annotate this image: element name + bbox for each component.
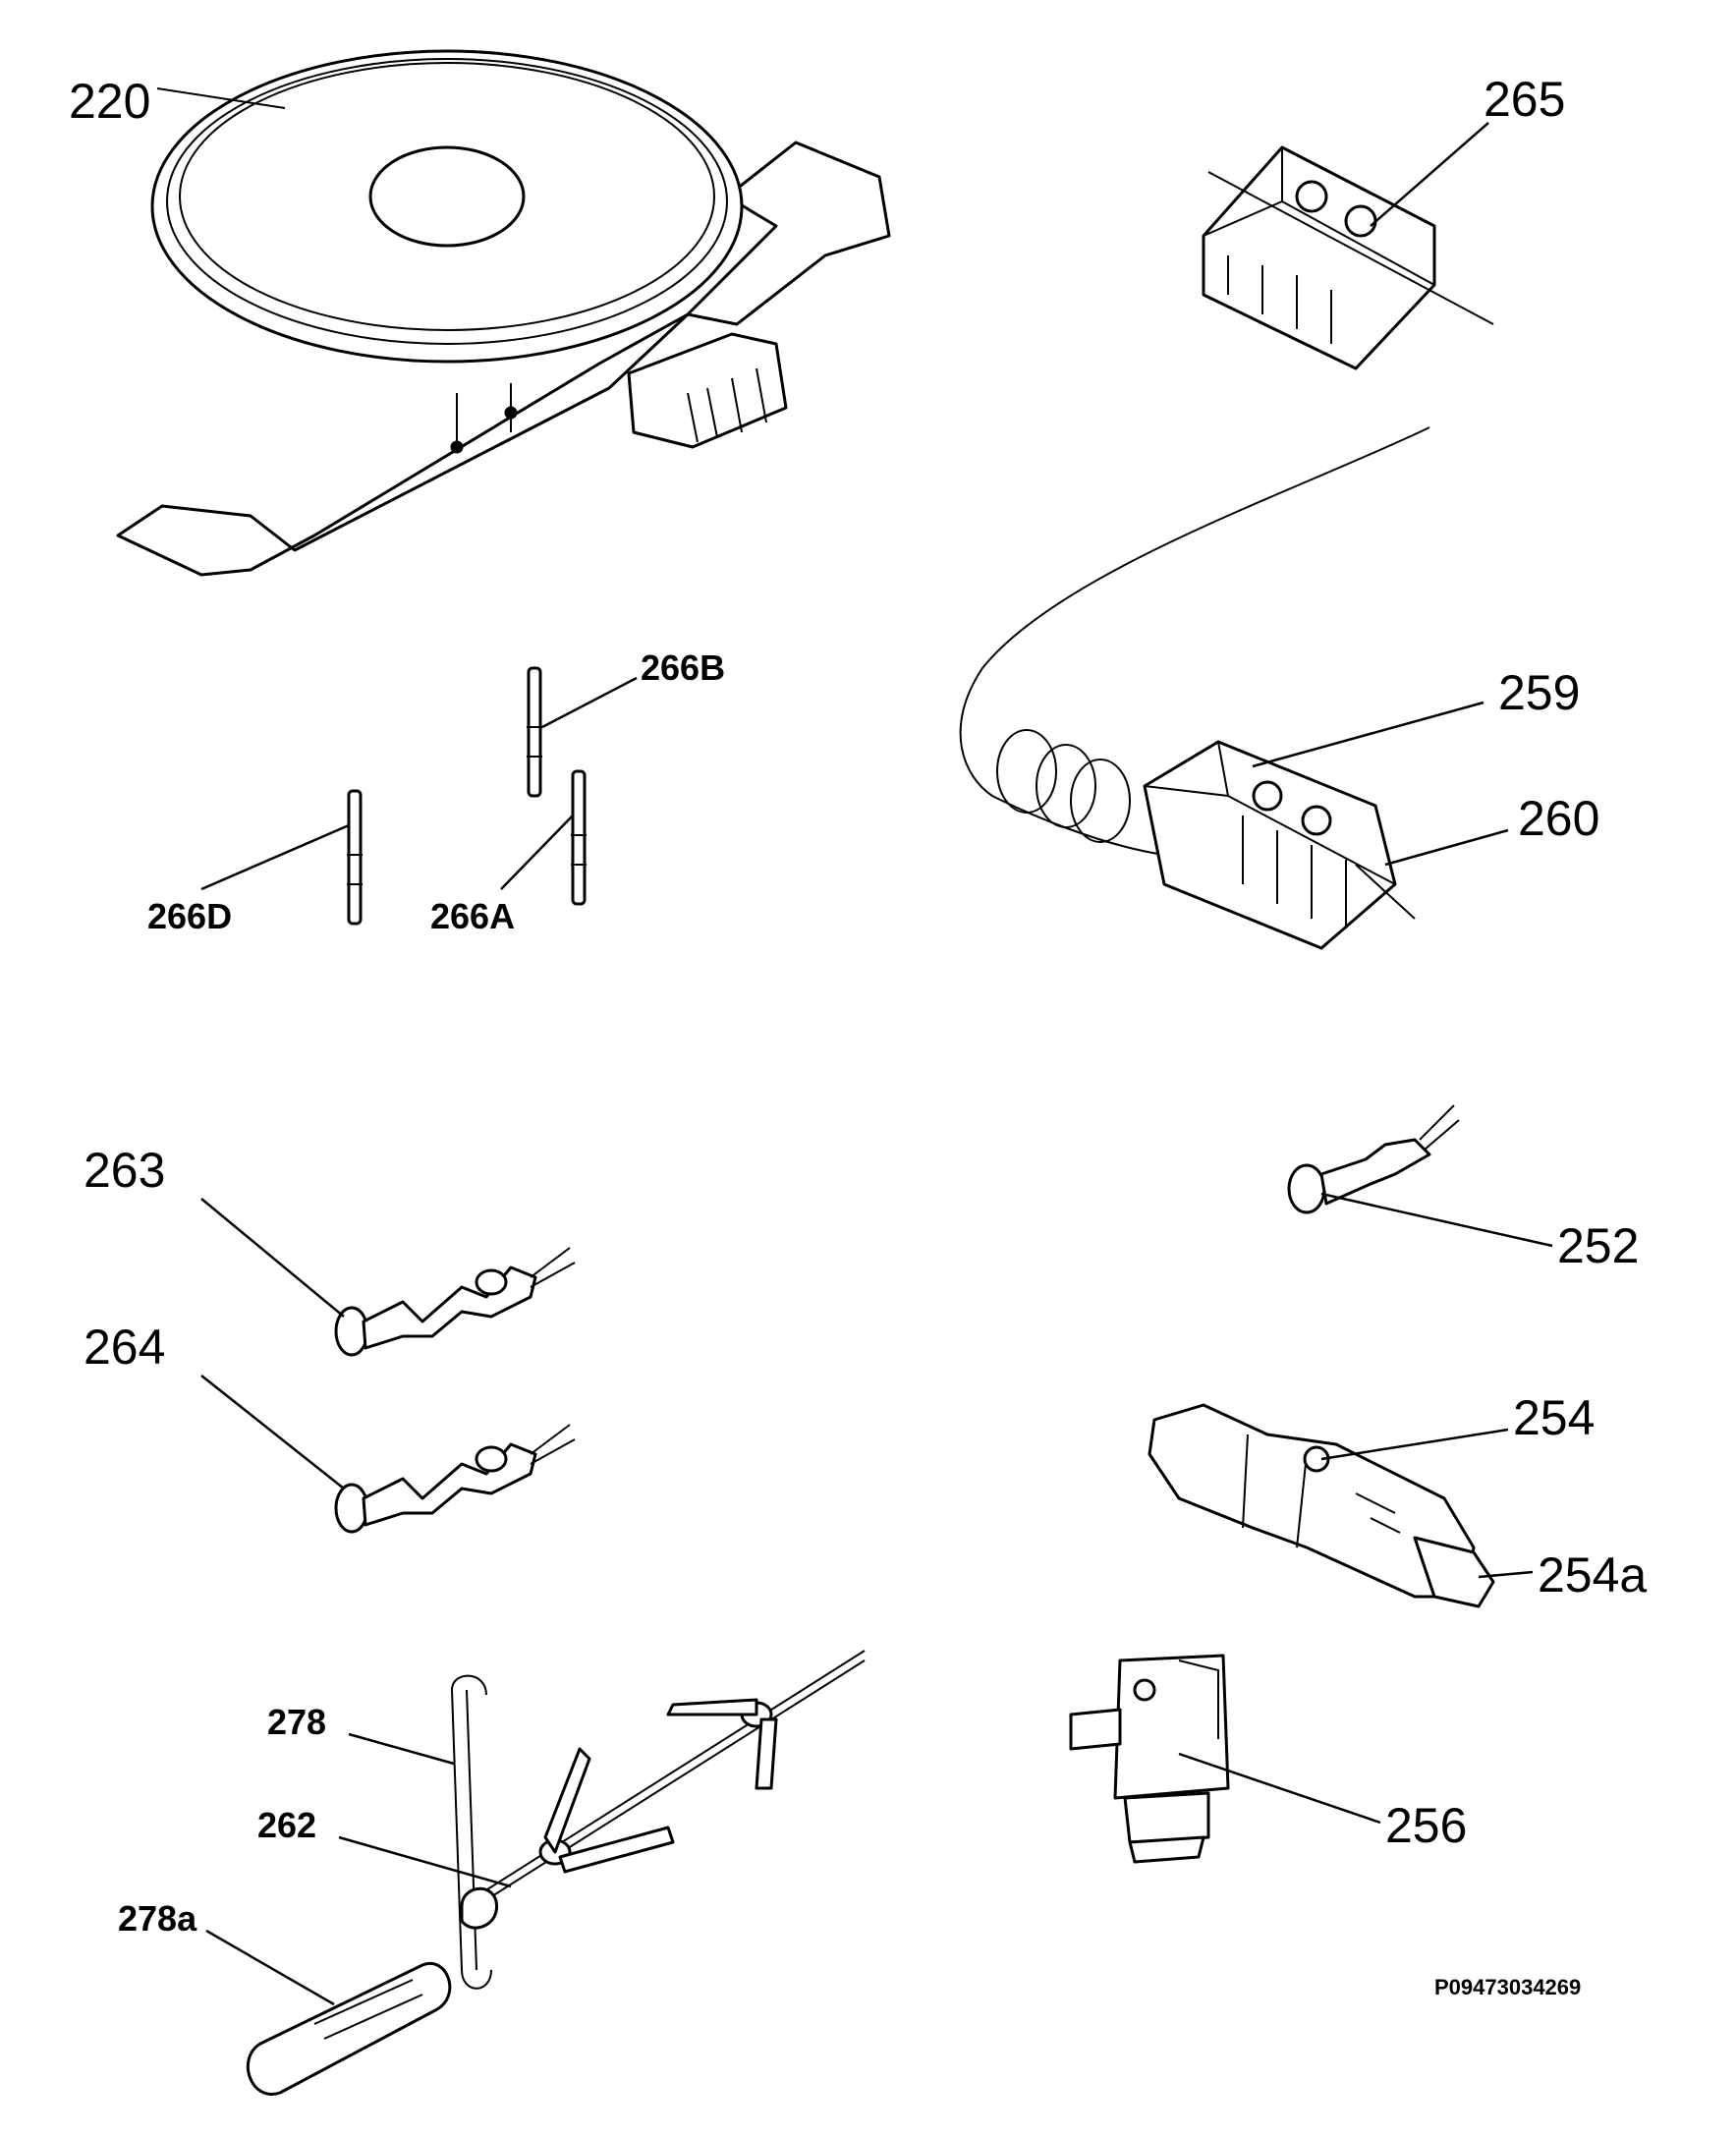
label-256: 256 bbox=[1385, 1798, 1467, 1853]
thermostat-259 bbox=[959, 426, 1430, 950]
leader-266b bbox=[541, 676, 638, 729]
label-254: 254 bbox=[1513, 1390, 1595, 1445]
leader-252 bbox=[1320, 1192, 1553, 1248]
rotisserie-278 bbox=[451, 1674, 492, 1990]
leader-259 bbox=[1252, 701, 1484, 768]
label-220: 220 bbox=[69, 74, 150, 129]
pin-266a bbox=[571, 769, 587, 906]
label-265: 265 bbox=[1484, 72, 1565, 127]
label-252: 252 bbox=[1557, 1218, 1639, 1273]
leader-266a bbox=[500, 815, 574, 890]
leader-263 bbox=[200, 1198, 345, 1318]
leader-254 bbox=[1320, 1428, 1509, 1461]
hotplate-220 bbox=[116, 49, 891, 577]
label-254a: 254a bbox=[1538, 1547, 1647, 1603]
label-262: 262 bbox=[257, 1805, 316, 1845]
leader-264 bbox=[200, 1375, 345, 1490]
pin-266b bbox=[527, 666, 542, 798]
diagram-code: P09473034269 bbox=[1434, 1975, 1581, 1999]
label-266a: 266A bbox=[430, 896, 515, 936]
label-266b: 266B bbox=[641, 647, 725, 688]
spit-rod-262 bbox=[460, 1650, 866, 1930]
leader-254a bbox=[1478, 1570, 1534, 1579]
indicator-lamp-252 bbox=[1287, 1104, 1460, 1214]
leader-278a bbox=[205, 1929, 335, 2006]
label-263: 263 bbox=[84, 1143, 165, 1198]
leader-260 bbox=[1384, 828, 1509, 867]
label-266d: 266D bbox=[147, 896, 232, 936]
label-264: 264 bbox=[84, 1320, 165, 1375]
leader-278 bbox=[348, 1732, 455, 1766]
label-278a: 278a bbox=[118, 1898, 197, 1939]
leader-265 bbox=[1370, 122, 1489, 227]
leader-256 bbox=[1178, 1752, 1381, 1825]
leader-262 bbox=[338, 1835, 512, 1888]
leader-266d bbox=[200, 823, 350, 891]
switch-265 bbox=[1202, 145, 1494, 370]
pin-266d bbox=[347, 789, 363, 926]
lamp-263 bbox=[334, 1247, 576, 1357]
label-260: 260 bbox=[1518, 791, 1599, 846]
spit-motor-254 bbox=[1148, 1403, 1495, 1608]
label-259: 259 bbox=[1498, 665, 1580, 720]
thermal-cutout-256 bbox=[1069, 1654, 1230, 1864]
label-278: 278 bbox=[267, 1702, 326, 1742]
handle-278a bbox=[246, 1961, 452, 2096]
lamp-264 bbox=[334, 1424, 576, 1534]
